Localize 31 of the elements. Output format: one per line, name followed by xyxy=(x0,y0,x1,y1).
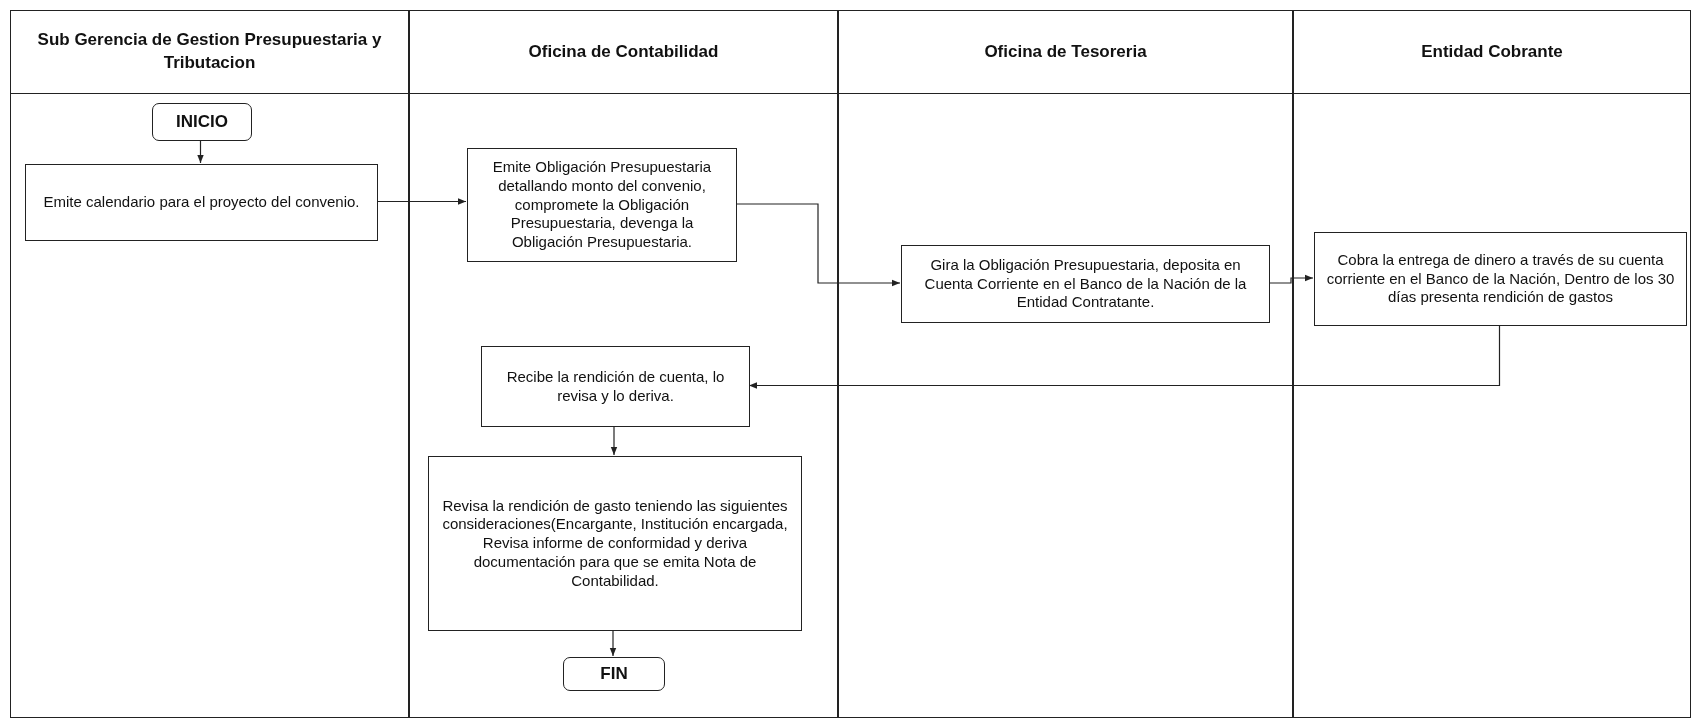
arrow xyxy=(610,425,618,456)
lane-header: Sub Gerencia de Gestion Presupuestaria y Tributacion xyxy=(11,11,408,94)
process-box xyxy=(901,245,1270,323)
arrow xyxy=(748,324,1501,389)
process-box xyxy=(481,346,750,427)
step-text: Emite Obligación Presupuestaria detallando monto del convenio, compromete la Obligación Presupuestaria, devenga la Obligación Presupuestaria. xyxy=(491,158,713,252)
step-text: Revisa la rendición de gasto teniendo las siguientes consideraciones(Encargante, Institución encargada, Revisa informe de conformidad y deriva documentación para que se emita Nota de Contabilidad. xyxy=(441,496,789,591)
terminal-box xyxy=(152,103,252,141)
process-box xyxy=(25,164,378,241)
arrow xyxy=(197,139,204,164)
process-box xyxy=(1314,232,1687,326)
lane-header: Oficina de Contabilidad xyxy=(410,11,837,94)
step-text: INICIO xyxy=(176,112,228,132)
arrow xyxy=(376,198,467,205)
swimlane xyxy=(1293,10,1691,718)
arrow xyxy=(609,629,617,657)
terminal-box xyxy=(563,657,665,691)
swimlane xyxy=(838,10,1293,718)
step-text: Cobra la entrega de dinero a través de su cuenta corriente en el Banco de la Nación, Dentro de los 30 días presenta rendición de gastos xyxy=(1325,250,1676,308)
lane-header: Oficina de Tesoreria xyxy=(839,11,1292,94)
step-text: Gira la Obligación Presupuestaria, deposita en Cuenta Corriente en el Banco de la Nación de la Entidad Contratante. xyxy=(923,255,1248,313)
process-box xyxy=(467,148,737,262)
process-box xyxy=(428,456,802,631)
swimlane xyxy=(409,10,838,718)
step-text: Recibe la rendición de cuenta, lo revisa y lo deriva. xyxy=(505,367,726,406)
swimlane xyxy=(10,10,409,718)
arrow xyxy=(735,203,901,287)
step-text: FIN xyxy=(600,664,628,684)
arrow xyxy=(1268,274,1314,284)
step-text: Emite calendario para el proyecto del convenio. xyxy=(43,193,360,212)
lane-header: Entidad Cobrante xyxy=(1294,11,1690,94)
